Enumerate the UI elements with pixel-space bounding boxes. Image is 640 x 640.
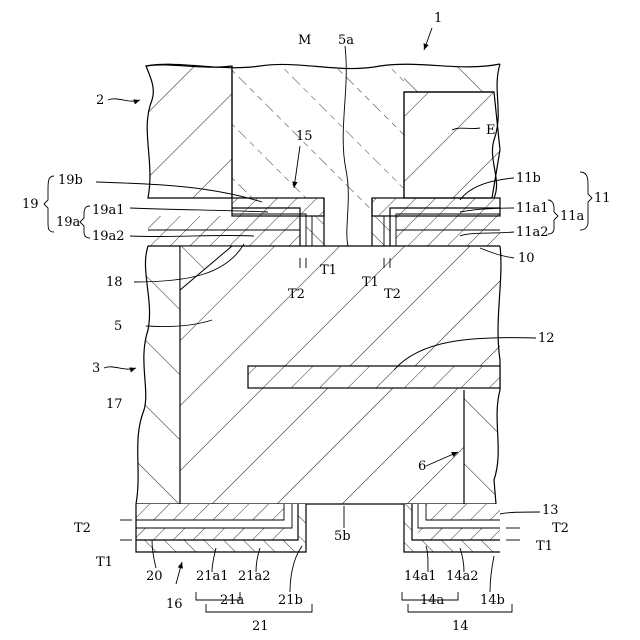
label-13: 13 — [542, 503, 559, 518]
label-5b: 5b — [334, 529, 351, 544]
label-19: 19 — [22, 197, 39, 212]
label-t1-left: T1 — [320, 263, 337, 278]
label-15: 15 — [296, 129, 313, 144]
label-11a: 11a — [560, 209, 585, 224]
electrode-14 — [404, 504, 500, 552]
label-10: 10 — [518, 251, 535, 266]
label-12: 12 — [538, 331, 555, 346]
label-19b: 19b — [58, 173, 83, 188]
label-11: 11 — [594, 191, 611, 206]
label-m: M — [298, 33, 311, 48]
label-19a2: 19a2 — [92, 229, 125, 244]
label-18: 18 — [106, 275, 123, 290]
label-11a2: 11a2 — [516, 225, 549, 240]
label-t2-bottom-left: T2 — [74, 521, 91, 536]
label-20: 20 — [146, 569, 163, 584]
label-14: 14 — [452, 619, 469, 634]
label-t1-right: T1 — [362, 275, 379, 290]
label-t1-bottom-right: T1 — [536, 539, 553, 554]
label-t2-bottom-right: T2 — [552, 521, 569, 536]
label-5: 5 — [114, 319, 122, 334]
label-21: 21 — [252, 619, 269, 634]
label-21a2: 21a2 — [238, 569, 271, 584]
label-21b: 21b — [278, 593, 303, 608]
label-t1-bottom-left: T1 — [96, 555, 113, 570]
label-14a1: 14a1 — [404, 569, 437, 584]
label-16: 16 — [166, 597, 183, 612]
label-t2-left: T2 — [288, 287, 305, 302]
label-21a: 21a — [220, 593, 245, 608]
electrode-11 — [372, 198, 500, 246]
electrode-21 — [136, 504, 306, 552]
label-14a: 14a — [420, 593, 445, 608]
label-19a: 19a — [56, 215, 81, 230]
label-2: 2 — [96, 93, 104, 108]
label-14b: 14b — [480, 593, 505, 608]
label-3: 3 — [92, 361, 100, 376]
label-t2-right: T2 — [384, 287, 401, 302]
label-1: 1 — [434, 11, 442, 26]
label-5a: 5a — [338, 33, 354, 48]
label-11a1: 11a1 — [516, 201, 549, 216]
plate-12 — [248, 366, 500, 388]
label-11b: 11b — [516, 171, 541, 186]
layer-18 — [148, 216, 300, 246]
label-17: 17 — [106, 397, 123, 412]
label-6: 6 — [418, 459, 426, 474]
label-e: E — [486, 123, 496, 138]
label-19a1: 19a1 — [92, 203, 125, 218]
label-14a2: 14a2 — [446, 569, 479, 584]
label-21a1: 21a1 — [196, 569, 229, 584]
